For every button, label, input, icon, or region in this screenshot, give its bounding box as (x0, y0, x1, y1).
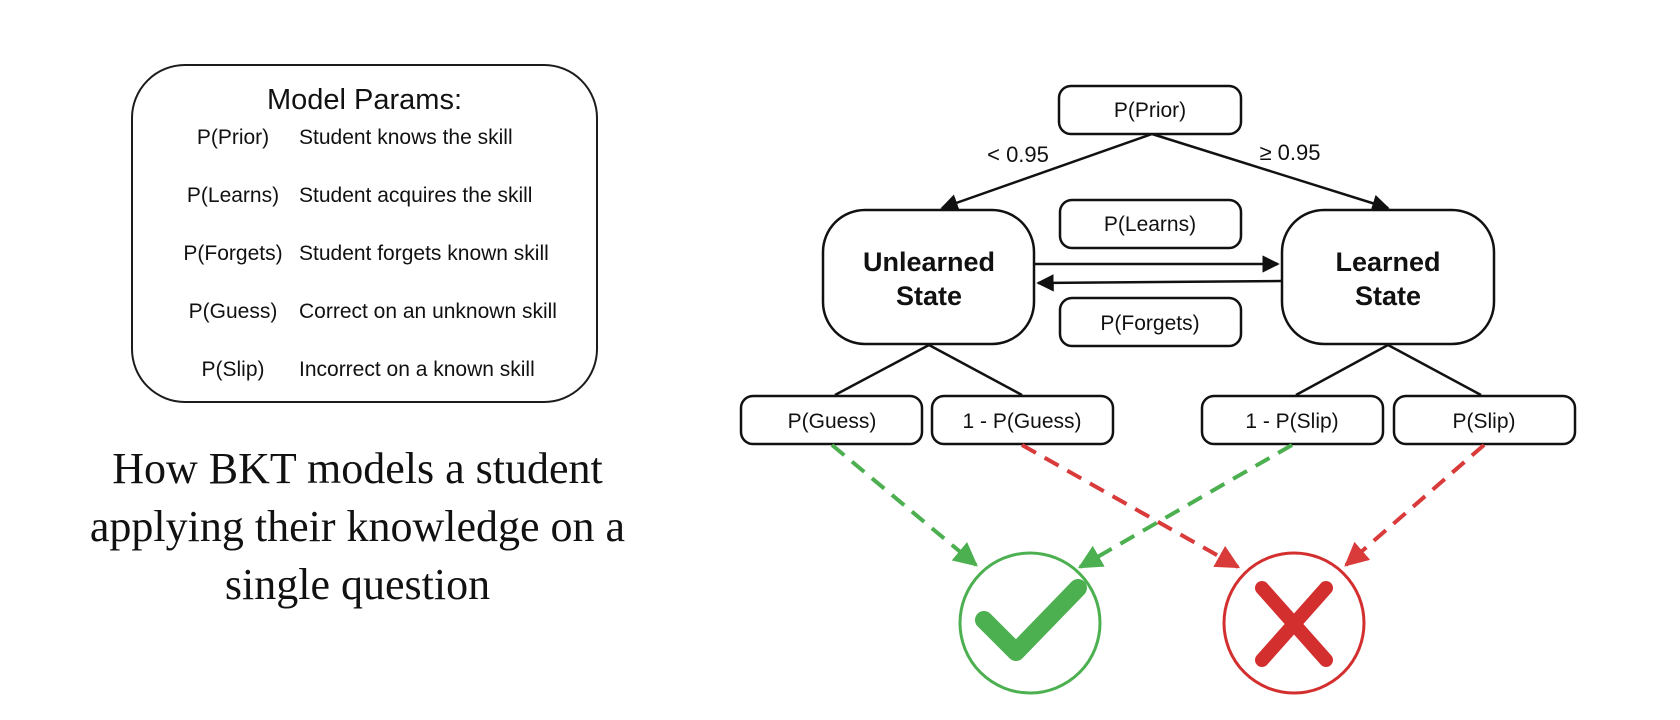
learns-node: P(Learns) (1058, 198, 1243, 250)
model-params-title: Model Params: (266, 84, 462, 116)
not-guess-label: 1 - P(Guess) (962, 410, 1081, 433)
learned-label-line1: Learned (1335, 247, 1440, 277)
edge-unlearned-not-guess (928, 343, 1023, 397)
edge-label-low: < 0.95 (987, 142, 1049, 167)
param-desc: Incorrect on a known skill (299, 358, 535, 381)
edge-label-high: ≥ 0.95 (1259, 140, 1320, 165)
arrow-not-slip-to-correct (1077, 443, 1293, 569)
correct-outcome (958, 551, 1102, 695)
param-name: P(Guess) (188, 300, 278, 323)
model-params-box: Model Params: P(Prior) Student knows the… (131, 64, 598, 403)
param-row-guess: P(Guess) Correct on an unknown skill (133, 300, 596, 330)
param-row-learns: P(Learns) Student acquires the skill (133, 184, 596, 214)
edge-prior-to-learned (1151, 132, 1390, 212)
guess-node: P(Guess) (739, 394, 924, 446)
prior-node: P(Prior) (1057, 84, 1243, 136)
param-desc: Correct on an unknown skill (299, 300, 557, 323)
arrow-slip-to-incorrect (1344, 443, 1486, 567)
param-row-slip: P(Slip) Incorrect on a known skill (133, 358, 596, 388)
unlearned-label-line2: State (896, 281, 962, 311)
incorrect-outcome (1222, 551, 1366, 695)
param-name: P(Slip) (201, 358, 265, 381)
arrow-not-guess-to-incorrect (1021, 443, 1241, 569)
edge-forgets (1036, 274, 1283, 292)
caption-line: applying their knowledge on a (89, 502, 626, 551)
guess-label: P(Guess) (788, 410, 877, 433)
forgets-label: P(Forgets) (1100, 312, 1199, 335)
param-name: P(Forgets) (183, 242, 283, 265)
param-row-forgets: P(Forgets) Student forgets known skill (133, 242, 596, 272)
not-guess-node: 1 - P(Guess) (930, 394, 1115, 446)
caption-line: single question (224, 560, 491, 609)
learned-state-node: Learned State (1280, 208, 1496, 346)
edge-prior-to-unlearned (940, 132, 1153, 212)
forgets-node: P(Forgets) (1058, 296, 1243, 348)
edge-unlearned-guess (834, 343, 930, 397)
slip-node: P(Slip) (1392, 394, 1577, 446)
slip-label: P(Slip) (1452, 410, 1515, 433)
param-name: P(Prior) (196, 126, 270, 149)
checkmark-icon (975, 579, 1087, 661)
diagram-caption: How BKT models a student applying their … (40, 440, 675, 614)
param-desc: Student forgets known skill (299, 242, 549, 265)
not-slip-node: 1 - P(Slip) (1200, 394, 1385, 446)
param-desc: Student knows the skill (299, 126, 513, 149)
learns-label: P(Learns) (1104, 213, 1196, 236)
not-slip-label: 1 - P(Slip) (1245, 410, 1338, 433)
edge-learned-not-slip (1295, 343, 1389, 397)
prior-label: P(Prior) (1114, 99, 1186, 122)
edge-learned-slip (1387, 343, 1482, 397)
param-row-prior: P(Prior) Student knows the skill (133, 126, 596, 156)
param-desc: Student acquires the skill (299, 184, 533, 207)
learned-label-line2: State (1355, 281, 1421, 311)
unlearned-label-line1: Unlearned (863, 247, 995, 277)
param-name: P(Learns) (186, 184, 280, 207)
arrow-guess-to-correct (830, 443, 978, 567)
unlearned-state-node: Unlearned State (821, 208, 1036, 346)
caption-line: How BKT models a student (112, 444, 603, 493)
x-mark-icon (1255, 581, 1333, 667)
